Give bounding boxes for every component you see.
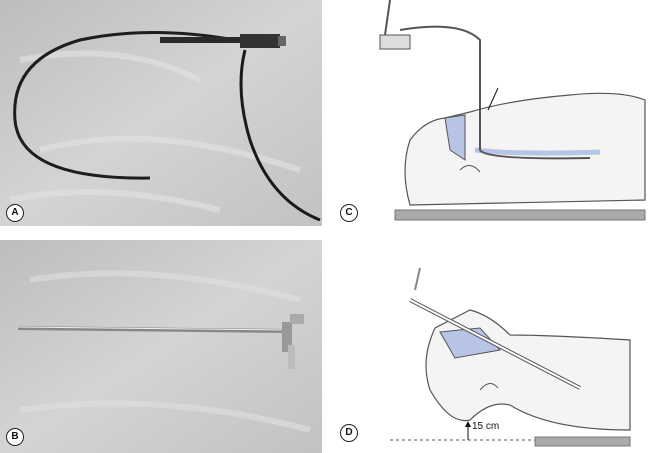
photo-rigid-bronchoscope — [0, 240, 322, 453]
photo-flexible-bronchoscope — [0, 0, 322, 226]
panel-label-c: C — [340, 204, 358, 222]
panel-label-d: D — [340, 424, 358, 442]
diagram-flexible-bronchoscopy — [370, 0, 650, 226]
diagram-rigid-bronchoscopy — [380, 260, 650, 453]
panel-label-b: B — [6, 428, 24, 446]
panel-label-a: A — [6, 204, 24, 222]
height-measure-label: 15 cm — [472, 421, 500, 432]
